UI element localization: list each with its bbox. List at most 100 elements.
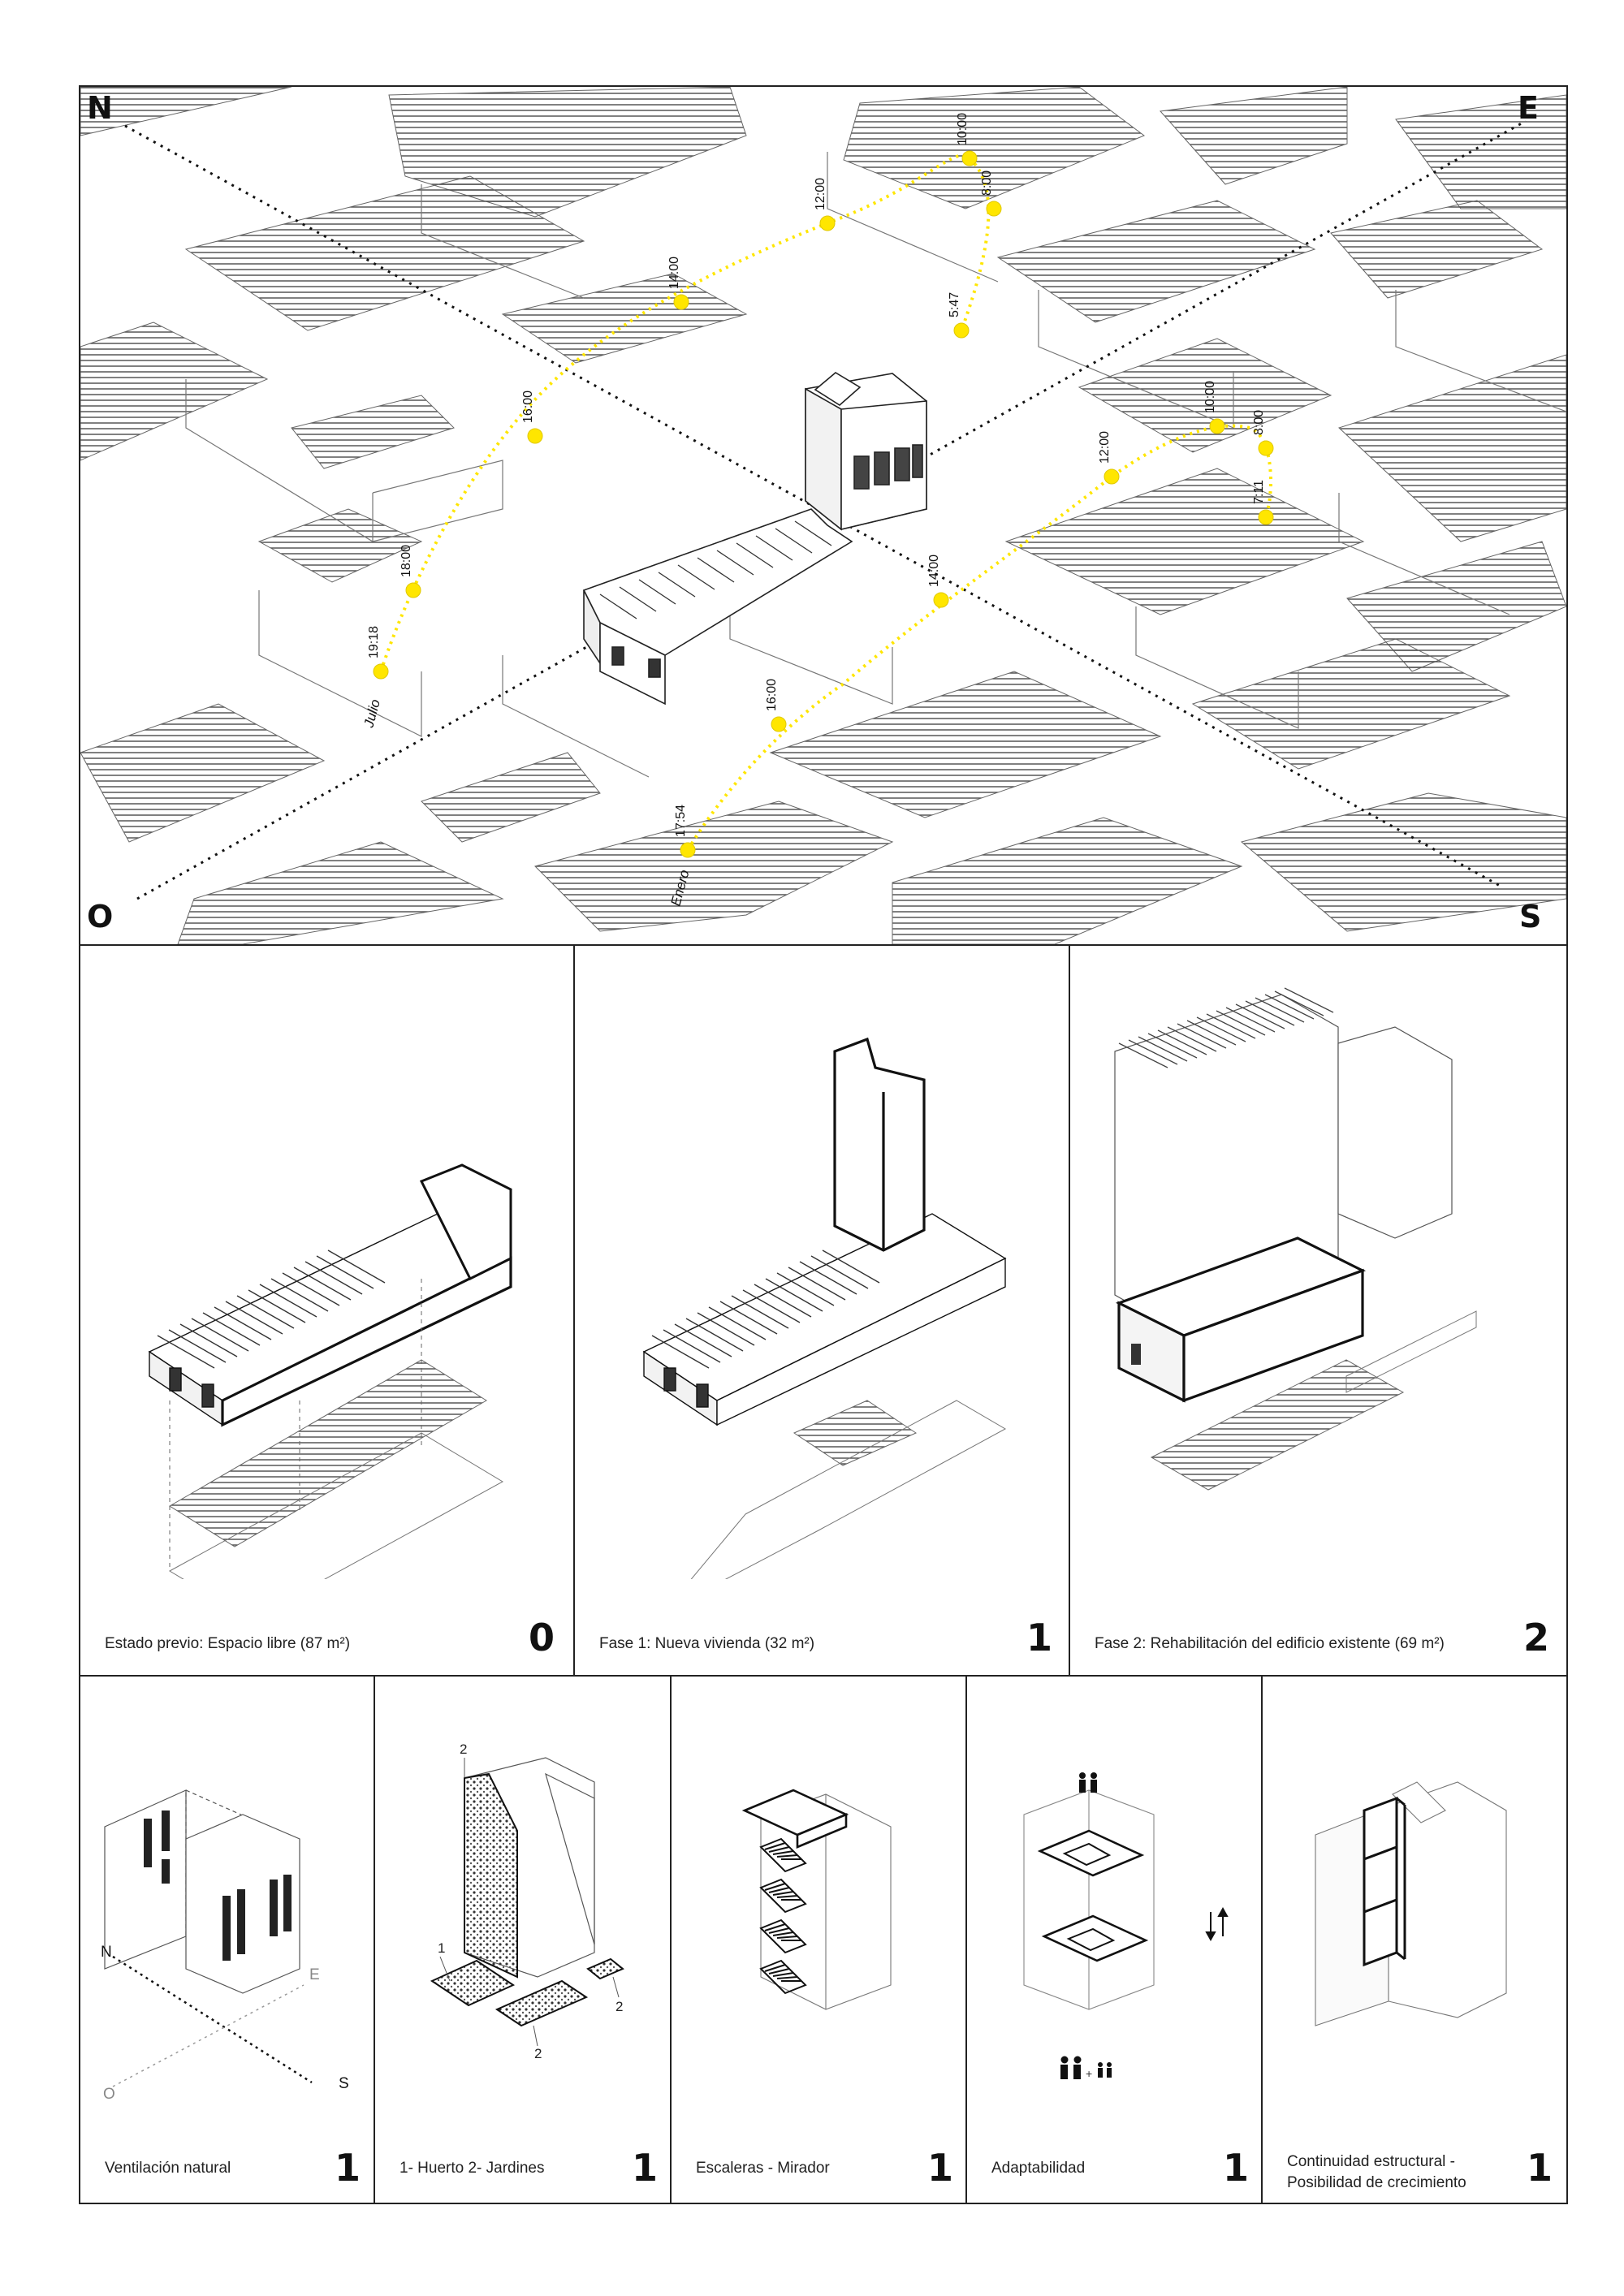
gardens-caption: 1- Huerto 2- Jardines [400, 2160, 545, 2177]
july-time-label: 16:00 [521, 391, 535, 423]
phase-1-number: 1 [1026, 1616, 1053, 1659]
phase-2-axonometric [1114, 987, 1477, 1491]
july-time-label: 12:00 [814, 178, 827, 210]
strategy-panel-adaptability: + Adaptabilidad 1 [965, 1675, 1263, 2204]
city-block [1159, 87, 1348, 185]
phase-2-caption: Fase 2: Rehabilitación del edificio exis… [1095, 1635, 1445, 1652]
ventilation-diagram: N E O S [101, 1789, 349, 2099]
mini-compass-north: N [101, 1944, 112, 1961]
mini-compass-west: O [103, 2086, 115, 2099]
family-icon-top [1079, 1772, 1097, 1793]
structure-number: 1 [1527, 2146, 1553, 2190]
july-sun-path [379, 153, 991, 672]
building-outlines [185, 152, 1566, 778]
july-time-label: 10:00 [956, 113, 970, 145]
city-block [421, 752, 601, 843]
orchard-marker: 1 [438, 1940, 445, 1956]
garden-marker-top: 2 [460, 1741, 467, 1757]
city-block [1338, 354, 1566, 542]
phase-panel-2: Fase 2: Rehabilitación del edificio exis… [1069, 944, 1568, 1677]
phase-2-number: 2 [1523, 1616, 1550, 1659]
ventilation-number: 1 [335, 2146, 361, 2190]
stairs-number: 1 [927, 2146, 954, 2190]
july-sun-dot [961, 150, 978, 166]
gardens-diagram: 2 1 2 2 [430, 1741, 624, 2061]
city-block [80, 703, 326, 843]
july-time-label: 19:18 [367, 626, 381, 658]
phase-panel-0: Estado previo: Espacio libre (87 m²) 0 [79, 944, 575, 1677]
july-sun-dot [405, 582, 421, 598]
july-sun-dot [373, 663, 389, 680]
july-sun-dot [986, 201, 1002, 217]
city-block [1330, 200, 1544, 299]
july-sun-dot [527, 428, 543, 444]
city-block [769, 671, 1162, 818]
compass-east-label: E [1518, 90, 1539, 126]
phase-0-caption: Estado previo: Espacio libre (87 m²) [105, 1635, 351, 1652]
city-block [291, 395, 455, 469]
city-block [892, 817, 1243, 944]
compass-north-label: N [87, 90, 113, 126]
city-block [257, 508, 423, 583]
structure-diagram [1315, 1781, 1507, 2026]
phase-panel-1: Fase 1: Nueva vivienda (32 m²) 1 [573, 944, 1070, 1677]
compass-south-label: S [1519, 899, 1542, 934]
phase-1-axonometric [642, 1037, 1007, 1579]
city-block [1004, 468, 1365, 615]
city-block [80, 322, 269, 461]
city-block [996, 200, 1316, 323]
mini-compass-east: E [309, 1966, 320, 1983]
july-sun-dot [953, 322, 970, 339]
central-building [582, 372, 927, 706]
garden-marker-right: 2 [615, 1999, 623, 2014]
city-block [1078, 338, 1332, 453]
site-map-drawing: 19:18 18:00 16:00 14:00 12:00 10:00 8:00 5:47 17… [80, 87, 1566, 944]
ns-axis-line [112, 1955, 313, 2084]
city-block [534, 801, 894, 932]
site-map-panel: 19:18 18:00 16:00 14:00 12:00 10:00 8:00 5:47 17… [79, 85, 1568, 946]
city-block [80, 87, 292, 136]
compass-west-label: O [87, 899, 114, 934]
july-sun-dot [673, 294, 689, 310]
plus-sign: + [1086, 2067, 1092, 2080]
city-block [1395, 94, 1566, 209]
north-south-axis [124, 124, 1502, 888]
july-time-label: 18:00 [400, 545, 413, 577]
july-sun-dot [819, 215, 836, 231]
stairs-caption: Escaleras - Mirador [696, 2160, 830, 2177]
adaptability-caption: Adaptabilidad [991, 2160, 1086, 2177]
july-path-label: Julio [361, 697, 383, 730]
july-time-label: 5:47 [948, 292, 961, 317]
january-time-label: 17:54 [674, 805, 688, 837]
january-sun-path [686, 424, 1272, 852]
strategy-panel-stairs: Escaleras - Mirador 1 [670, 1675, 967, 2204]
january-sun-dot [1258, 509, 1274, 525]
january-sun-dot [1104, 468, 1120, 485]
city-block [843, 87, 1146, 209]
structure-caption: Continuidad estructural - Posibilidad de… [1287, 2153, 1466, 2191]
adaptability-diagram: + [1023, 1772, 1229, 2080]
city-block [1191, 638, 1511, 770]
gardens-number: 1 [632, 2146, 659, 2190]
city-block [501, 273, 748, 364]
phase-0-number: 0 [529, 1616, 555, 1659]
january-sun-dot [680, 842, 696, 858]
january-sun-dot [1209, 418, 1225, 434]
mini-compass-south: S [339, 2075, 349, 2092]
january-time-label: 10:00 [1203, 381, 1217, 413]
stairs-diagram [741, 1789, 892, 2010]
family-icon-bottom [1060, 2056, 1112, 2079]
phase-1-caption: Fase 1: Nueva vivienda (32 m²) [599, 1635, 815, 1652]
july-time-label: 14:00 [667, 257, 681, 289]
adaptability-number: 1 [1223, 2146, 1250, 2190]
january-time-label: 8:00 [1252, 410, 1266, 435]
city-block [1240, 792, 1566, 932]
up-down-arrows-icon [1205, 1906, 1229, 1942]
phase-0-axonometric [148, 1163, 512, 1579]
ventilation-caption: Ventilación natural [105, 2160, 231, 2177]
january-time-label: 7:11 [1252, 480, 1266, 504]
july-time-label: 8:00 [980, 170, 994, 196]
january-time-label: 16:00 [765, 679, 779, 711]
january-sun-dot [771, 716, 787, 732]
january-time-label: 14:00 [927, 555, 941, 587]
